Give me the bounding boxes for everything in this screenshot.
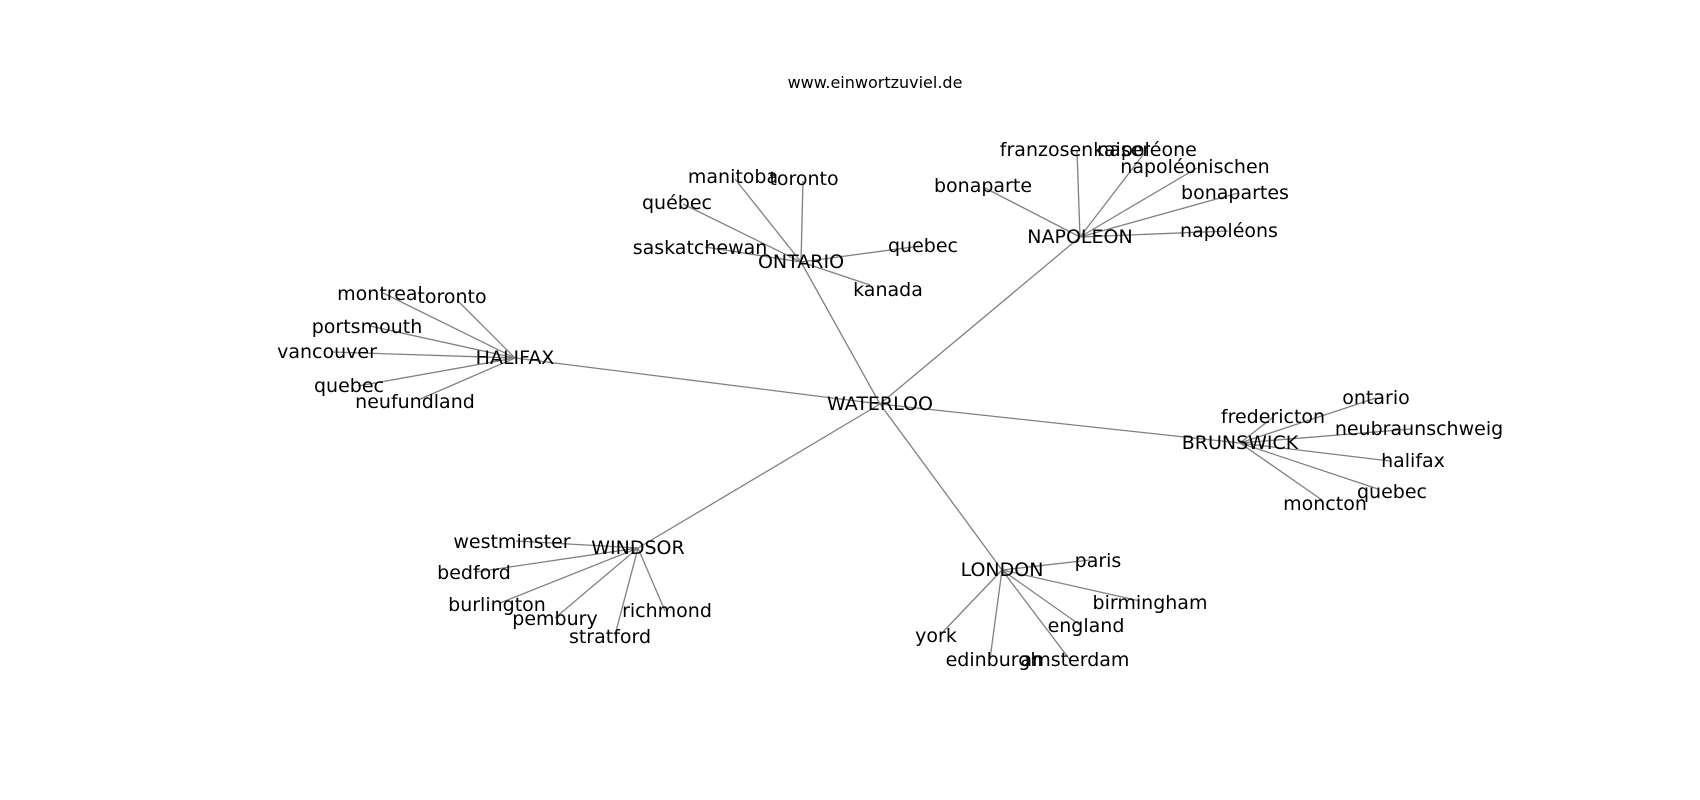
leaf-node-brunswick: quebec bbox=[1357, 481, 1427, 503]
edge-center-windsor bbox=[637, 403, 881, 549]
edge-napoleon-leaf bbox=[1079, 230, 1229, 238]
leaf-node-brunswick: fredericton bbox=[1221, 406, 1325, 428]
edge-london-leaf bbox=[989, 569, 1003, 660]
leaf-node-london: amsterdam bbox=[1021, 649, 1130, 671]
edge-windsor-leaf bbox=[614, 547, 639, 636]
leaf-node-ontario: toronto bbox=[769, 168, 838, 190]
edge-center-napoleon bbox=[879, 236, 1081, 405]
leaf-node-ontario: saskatchewan bbox=[633, 237, 768, 259]
leaf-node-windsor: burlington bbox=[448, 594, 546, 616]
edge-brunswick-leaf bbox=[1239, 442, 1391, 462]
edge-brunswick-leaf bbox=[1239, 442, 1323, 501]
hub-node-halifax: HALIFAX bbox=[476, 347, 555, 369]
leaf-node-brunswick: neubraunschweig bbox=[1335, 418, 1503, 440]
graph-labels: WATERLOOONTARIOmanitobatorontoquébecsask… bbox=[277, 139, 1503, 671]
leaf-node-halifax: portsmouth bbox=[312, 316, 423, 338]
hub-node-london: LONDON bbox=[961, 559, 1044, 581]
leaf-node-london: birmingham bbox=[1093, 592, 1208, 614]
leaf-node-napoleon: bonaparte bbox=[934, 175, 1032, 197]
edge-brunswick-leaf bbox=[1239, 417, 1273, 444]
edge-london-leaf bbox=[1001, 569, 1071, 661]
hub-node-windsor: WINDSOR bbox=[591, 537, 684, 559]
leaf-node-windsor: westminster bbox=[453, 531, 570, 553]
edge-halifax-leaf bbox=[456, 299, 516, 359]
edge-halifax-leaf bbox=[357, 357, 516, 387]
edge-napoleon-leaf bbox=[1079, 192, 1239, 238]
hub-node-napoleon: NAPOLEON bbox=[1027, 226, 1132, 248]
leaf-node-ontario: quebec bbox=[888, 235, 958, 257]
leaf-node-ontario: manitoba bbox=[688, 166, 778, 188]
leaf-node-windsor: stratford bbox=[569, 626, 651, 648]
edge-london-leaf bbox=[1001, 569, 1141, 602]
edge-center-brunswick bbox=[879, 403, 1241, 444]
leaf-node-napoleon: franzosenkaiser bbox=[1000, 139, 1151, 161]
leaf-node-napoleon: napoléons bbox=[1180, 220, 1278, 242]
edge-ontario-leaf bbox=[800, 261, 871, 286]
edge-windsor-leaf bbox=[554, 547, 639, 619]
edge-halifax-leaf bbox=[417, 357, 516, 401]
leaf-node-halifax: montreal bbox=[337, 283, 423, 305]
leaf-node-windsor: richmond bbox=[622, 600, 712, 622]
edge-ontario-leaf bbox=[704, 246, 802, 263]
edge-windsor-leaf bbox=[515, 540, 639, 549]
leaf-node-london: paris bbox=[1075, 550, 1122, 572]
edge-ontario-leaf bbox=[800, 245, 921, 263]
site-title: www.einwortzuviel.de bbox=[788, 73, 963, 92]
leaf-node-halifax: neufundland bbox=[355, 391, 475, 413]
leaf-node-london: edinburgh bbox=[946, 649, 1043, 671]
edge-napoleon-leaf bbox=[1079, 150, 1147, 238]
leaf-node-halifax: quebec bbox=[314, 375, 384, 397]
edge-windsor-leaf bbox=[475, 547, 639, 573]
edge-napoleon-leaf bbox=[1076, 150, 1081, 238]
leaf-node-ontario: québec bbox=[642, 192, 712, 214]
leaf-node-brunswick: ontario bbox=[1342, 387, 1409, 409]
leaf-node-windsor: bedford bbox=[437, 562, 511, 584]
edge-ontario-leaf bbox=[734, 178, 802, 263]
leaf-node-napoleon: napoléone bbox=[1097, 139, 1197, 161]
edge-halifax-leaf bbox=[369, 325, 516, 359]
edge-center-ontario bbox=[800, 261, 881, 405]
leaf-node-brunswick: moncton bbox=[1283, 493, 1367, 515]
edge-napoleon-leaf bbox=[982, 186, 1081, 238]
graph-edges bbox=[331, 150, 1413, 661]
edge-london-leaf bbox=[1001, 569, 1081, 626]
edge-center-halifax bbox=[514, 357, 881, 405]
edge-brunswick-leaf bbox=[1239, 428, 1413, 444]
leaf-node-london: england bbox=[1048, 615, 1125, 637]
leaf-node-halifax: vancouver bbox=[277, 341, 377, 363]
leaf-node-london: york bbox=[915, 625, 957, 647]
edge-napoleon-leaf bbox=[1079, 167, 1198, 238]
edge-ontario-leaf bbox=[682, 203, 802, 263]
leaf-node-halifax: toronto bbox=[417, 286, 486, 308]
edge-center-london bbox=[879, 403, 1003, 571]
leaf-node-napoleon: bonapartes bbox=[1181, 182, 1289, 204]
edge-windsor-leaf bbox=[499, 547, 639, 604]
center-node-label: WATERLOO bbox=[827, 393, 933, 415]
leaf-node-napoleon: napoléonischen bbox=[1120, 156, 1269, 178]
edge-brunswick-leaf bbox=[1239, 397, 1377, 444]
edge-ontario-leaf bbox=[800, 180, 804, 263]
edge-brunswick-leaf bbox=[1239, 442, 1379, 490]
edge-halifax-leaf bbox=[331, 351, 516, 359]
edge-halifax-leaf bbox=[382, 292, 516, 359]
edge-windsor-leaf bbox=[637, 547, 666, 612]
hub-node-brunswick: BRUNSWICK bbox=[1182, 432, 1299, 454]
leaf-node-ontario: kanada bbox=[853, 279, 923, 301]
edge-london-leaf bbox=[1001, 559, 1091, 571]
leaf-node-brunswick: halifax bbox=[1381, 450, 1445, 472]
leaf-node-windsor: pembury bbox=[512, 608, 597, 630]
edge-london-leaf bbox=[939, 569, 1003, 636]
hub-node-ontario: ONTARIO bbox=[758, 251, 844, 273]
